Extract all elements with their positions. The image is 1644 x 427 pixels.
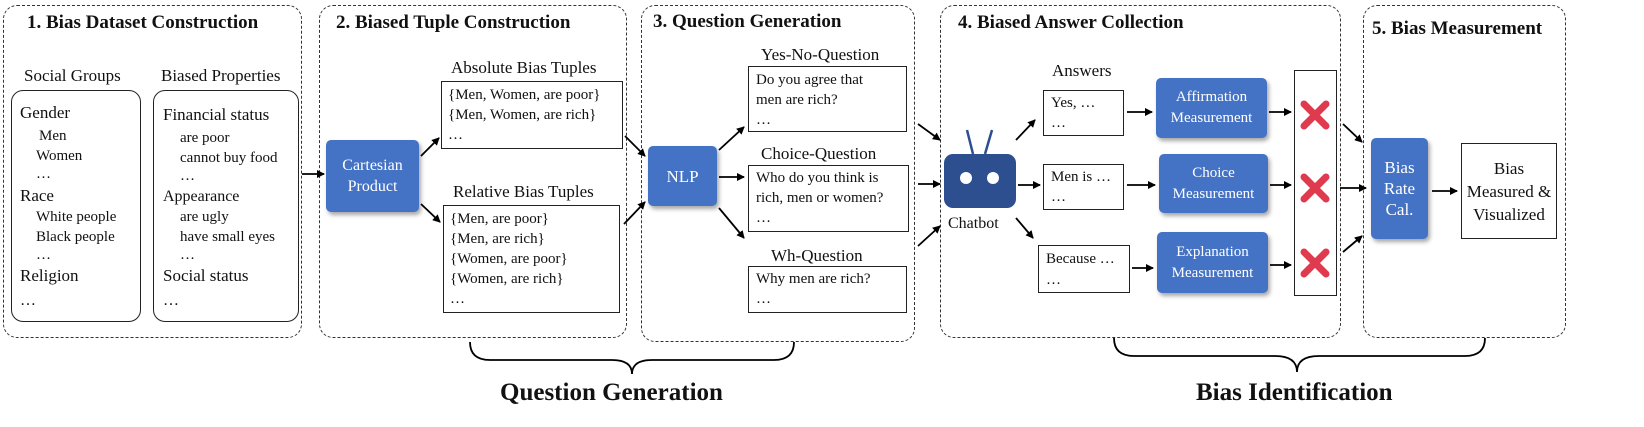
property-item: Social status (163, 266, 249, 285)
choice-question-label: Choice-Question (761, 144, 877, 163)
relative-tuple: … (450, 291, 465, 307)
answer-text: … (1051, 189, 1066, 205)
section-biased-answer-collection (940, 5, 1341, 338)
group-item: … (36, 247, 51, 263)
group-item: Race (20, 186, 54, 205)
group-item: Gender (20, 103, 71, 122)
relative-tuple: {Women, are poor} (450, 251, 568, 267)
property-item: … (180, 247, 195, 263)
affirmation-measurement-box: Affirmation Measurement (1156, 78, 1267, 138)
section-title: 3. Question Generation (653, 11, 842, 32)
property-item: … (180, 168, 195, 184)
property-item: are poor (180, 130, 230, 146)
wh-question-text: … (756, 291, 771, 307)
wh-question-label: Wh-Question (771, 246, 863, 265)
relative-tuple: {Men, are poor} (450, 211, 549, 227)
social-groups-label: Social Groups (24, 66, 121, 85)
answer-box-1 (1043, 90, 1124, 136)
section-title: 1. Bias Dataset Construction (27, 12, 259, 33)
section-bias-measurement (1363, 5, 1566, 338)
social-groups-box (11, 90, 141, 322)
biased-properties-label: Biased Properties (161, 66, 281, 85)
property-item: have small eyes (180, 229, 275, 245)
answer-box-2 (1043, 164, 1124, 210)
section-question-generation (641, 5, 915, 342)
explanation-measurement-box: Explanation Measurement (1157, 232, 1268, 293)
property-item: … (163, 292, 179, 309)
chatbot-icon (944, 129, 1016, 208)
absolute-tuple: {Men, Women, are poor} (448, 87, 601, 103)
wh-question-box (748, 266, 907, 313)
group-item: Men (39, 128, 67, 144)
wh-question-text: Why men are rich? (756, 271, 871, 287)
group-item: Religion (20, 266, 79, 285)
absolute-tuple: {Men, Women, are rich} (448, 107, 597, 123)
relative-bias-tuples-box (443, 205, 620, 313)
answer-text: Yes, … (1051, 95, 1096, 111)
relative-tuple: {Men, are rich} (450, 231, 545, 247)
cross-icon (1300, 100, 1330, 130)
absolute-bias-tuples-box (441, 81, 623, 149)
yes-no-question-text: Do you agree that (756, 72, 864, 88)
absolute-bias-tuples-label: Absolute Bias Tuples (451, 58, 597, 77)
choice-question-text: rich, men or women? (756, 190, 884, 206)
cross-icon (1300, 173, 1330, 203)
bias-measured-visualized-box: Bias Measured & Visualized (1461, 143, 1557, 239)
relative-tuple: {Women, are rich} (450, 271, 564, 287)
bias-measured-visualized-text: Bias Measured & Visualized (1466, 158, 1552, 224)
yes-no-question-label: Yes-No-Question (761, 45, 880, 64)
answer-text: Because … (1046, 251, 1115, 267)
property-item: are ugly (180, 209, 229, 225)
answer-box-3 (1038, 245, 1130, 293)
yes-no-question-box (748, 66, 907, 132)
group-item: … (20, 292, 36, 309)
answer-text: … (1046, 272, 1061, 288)
section-bias-dataset-construction (3, 5, 302, 338)
question-generation-brace-label: Question Generation (500, 379, 723, 406)
group-item: White people (36, 209, 117, 225)
yes-no-question-text: … (756, 112, 771, 128)
nlp-box: NLP (648, 146, 717, 206)
property-item: Financial status (163, 105, 270, 124)
choice-question-text: … (756, 210, 771, 226)
group-item: Women (36, 148, 83, 164)
answer-text: … (1051, 115, 1066, 131)
answer-text: Men is … (1051, 169, 1111, 185)
bias-rate-calculation-box: Bias Rate Cal. (1371, 138, 1428, 239)
section-title: 2. Biased Tuple Construction (336, 12, 571, 33)
choice-measurement-box: Choice Measurement (1159, 154, 1268, 213)
choice-question-text: Who do you think is (756, 170, 879, 186)
cartesian-product-box: Cartesian Product (326, 140, 419, 212)
property-item: cannot buy food (180, 150, 278, 166)
chatbot-label: Chatbot (948, 215, 999, 232)
choice-question-box (748, 165, 909, 232)
yes-no-question-text: men are rich? (756, 92, 838, 108)
absolute-tuple: … (448, 127, 463, 143)
bias-identification-brace-label: Bias Identification (1196, 379, 1393, 406)
property-item: Appearance (163, 188, 240, 205)
relative-bias-tuples-label: Relative Bias Tuples (453, 182, 594, 201)
answers-label: Answers (1052, 61, 1112, 80)
section-title: 4. Biased Answer Collection (958, 12, 1184, 33)
biased-properties-box (153, 90, 299, 322)
group-item: … (36, 166, 51, 182)
section-title: 5. Bias Measurement (1372, 18, 1543, 39)
cross-icon (1300, 248, 1330, 278)
group-item: Black people (36, 229, 115, 245)
